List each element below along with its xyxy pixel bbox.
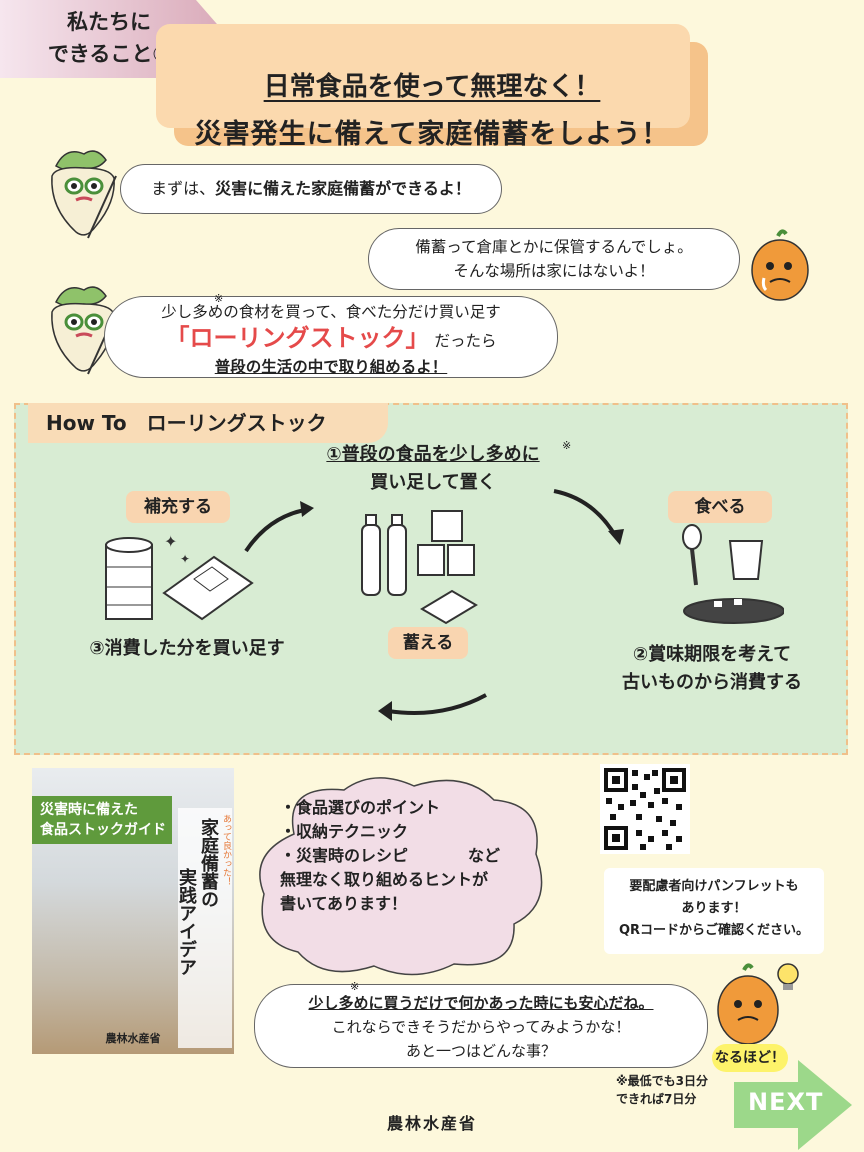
pumpkin-idea-icon [717, 963, 799, 1045]
turnip-character-icon [51, 150, 117, 239]
cloud-text: ・食品選びのポイント ・収納テクニック ・災害時のレシピなど 無理なく取り組める… [280, 798, 501, 913]
title-line1: 日常食品を使って無理なく！ [263, 72, 601, 102]
arrow-up-right-icon [244, 501, 314, 553]
next-arrow-icon [734, 1060, 852, 1150]
meal-icon [682, 524, 784, 624]
tag-line1: 私たちに [67, 10, 151, 34]
speech-bubble-2: 備蓄って倉庫とかに保管するんでしょ。 そんな場所は家にはないよ！ [368, 228, 740, 290]
pill-replenish: 補充する [126, 491, 230, 523]
naruhodo-badge: なるほど！ [712, 1044, 788, 1072]
stocked-food-icon [361, 510, 478, 625]
step-2: ②賞味期限を考えて 古いものから消費する [622, 644, 802, 693]
next-label: NEXT [748, 1088, 824, 1116]
pill-eat: 食べる [668, 491, 772, 523]
tag-line2: できること① [47, 42, 171, 66]
speech-bubble-1: まずは、災害に備えた家庭備蓄ができるよ！ [120, 164, 502, 214]
title-line2: 災害発生に備えて家庭備蓄をしよう！ [194, 119, 670, 150]
canned-food-icon: ✦✦ [105, 532, 254, 621]
howto-title: How To ローリングストック [28, 403, 388, 443]
speech-bubble-4: 少し多めに買うだけで何かあった時にも安心だね。 これならできそうだからやってみよ… [254, 984, 708, 1068]
footnote: ※最低でも3日分 できれば7日分 [616, 1074, 709, 1106]
arrow-down-right-icon [553, 489, 624, 545]
svg-text:✦: ✦ [164, 532, 177, 551]
howto-section: How To ローリングストック ①普段の食品を少し多めに 買い足して置く ※ … [14, 403, 848, 755]
book-banner: 災害時に備えた 食品ストックガイド [32, 796, 172, 844]
pumpkin-character-icon [751, 229, 809, 301]
title-box: 日常食品を使って無理なく！ 災害発生に備えて家庭備蓄をしよう！ [156, 24, 708, 150]
step-3: ③消費した分を買い足す [89, 638, 285, 659]
info-box: 要配慮者向けパンフレットも あります！ QRコードからご確認ください。 [604, 868, 824, 954]
note-mark: ※ [214, 292, 224, 305]
speech-bubble-3: 少し多めの食材を買って、食べた分だけ買い足す 「ローリングストック」 だったら … [104, 296, 558, 378]
cloud-shape [259, 777, 543, 976]
book-publisher: 農林水産省 [105, 1032, 161, 1045]
guide-book-cover[interactable]: 災害時に備えた 食品ストックガイド あって良かった！ 家庭備蓄の 実践アイデア … [32, 768, 234, 1054]
qr-code[interactable] [600, 764, 690, 854]
pill-store: 蓄える [388, 627, 468, 659]
next-button[interactable]: NEXT [734, 1060, 852, 1150]
footer-ministry: 農林水産省 [386, 1114, 477, 1133]
rolling-stock-highlight: 「ローリングストック」 [165, 324, 430, 352]
svg-text:✦: ✦ [180, 552, 190, 566]
arrow-left-icon [378, 693, 487, 721]
step-1: ①普段の食品を少し多めに 買い足して置く [326, 444, 540, 493]
book-title-vertical: 家庭備蓄の [198, 818, 219, 908]
